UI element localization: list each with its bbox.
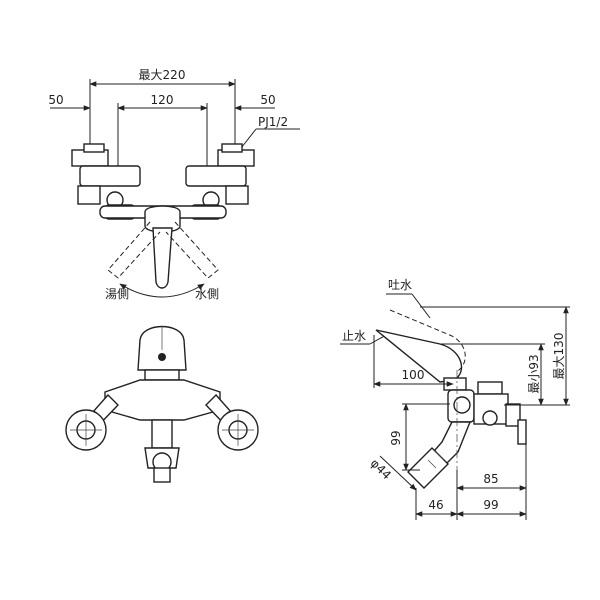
stop-label: 止水: [342, 329, 366, 343]
lever-swing-hot: [107, 221, 161, 279]
lever-swing-cold: [165, 221, 219, 279]
side-view: 吐水 止水 100 最大: [340, 278, 570, 520]
dim-46-label: 46: [428, 498, 443, 512]
front-collar: [144, 369, 180, 381]
front-spout-neck: [151, 419, 173, 449]
dim-100-label: 100: [402, 368, 425, 382]
dim-overall-label: 最大220: [139, 68, 186, 82]
front-body: [104, 379, 221, 421]
front-view: [65, 325, 259, 483]
left-handle-knob: [83, 143, 105, 153]
side-body-knob: [453, 396, 471, 414]
right-handle-knob: [221, 143, 243, 153]
left-valve-body: [79, 165, 141, 187]
spout-label: 吐水: [388, 278, 412, 292]
side-inlet-union: [482, 410, 498, 426]
right-valve-body: [185, 165, 247, 187]
dim-left-label: 50: [48, 93, 63, 107]
side-spout-ring-2: [427, 459, 437, 469]
left-nut: [77, 185, 101, 205]
thread-label: PJ1/2: [258, 115, 288, 129]
side-spout-ring-1: [435, 451, 445, 461]
dim-line-dia44: [379, 455, 417, 491]
dim-min93-label: 最小93: [527, 354, 541, 393]
dim-85-label: 85: [483, 472, 498, 486]
spout-leader: [411, 293, 431, 319]
cold-side-label: 水側: [195, 287, 219, 301]
dim-99-vertical-label: 99: [389, 430, 403, 445]
front-aerator: [153, 467, 171, 483]
hot-side-label: 湯側: [105, 287, 129, 301]
center-cartridge: [144, 205, 181, 233]
dim-right-label: 50: [260, 93, 275, 107]
side-rosette: [517, 419, 527, 445]
top-view: 最大220 50 120 50 PJ1/2: [48, 68, 300, 301]
right-nut: [225, 185, 249, 205]
side-inlet-nut: [505, 403, 521, 427]
dim-99-horizontal-label: 99: [483, 498, 498, 512]
dim-max130-label: 最大130: [552, 333, 566, 380]
dim-center-label: 120: [151, 93, 174, 107]
side-lever-spout: [389, 309, 466, 373]
swing-arc: [119, 283, 205, 298]
front-lever-indicator: [158, 353, 166, 361]
side-inlet-top: [477, 381, 503, 395]
dim-dia44-label: φ44: [368, 456, 394, 482]
